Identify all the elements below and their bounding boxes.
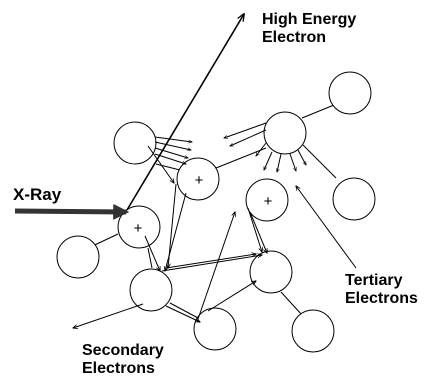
atom — [264, 112, 306, 154]
label-line: High Energy — [262, 11, 356, 29]
label-line: Electrons — [82, 360, 164, 378]
atom — [114, 122, 156, 164]
atom — [194, 308, 236, 350]
label-line: Secondary — [82, 342, 164, 360]
label-line: Tertiary — [345, 272, 418, 290]
atom — [333, 178, 375, 220]
atom — [329, 72, 371, 114]
atom — [130, 269, 172, 311]
xray-label: X-Ray — [13, 185, 61, 204]
secondary-electrons-label: Secondary Electrons — [82, 342, 164, 378]
xray-beam-arrow — [15, 211, 126, 212]
ion-plus-marker: + — [195, 172, 204, 189]
label-line: Electrons — [345, 290, 418, 308]
short-electron-arrows-left — [155, 137, 192, 164]
high-energy-electron-label: High Energy Electron — [262, 11, 356, 47]
secondary-electron-paths — [73, 146, 267, 328]
ion-plus-marker: + — [264, 193, 273, 210]
ion-plus-marker: + — [134, 220, 143, 237]
atom — [57, 236, 99, 278]
atom — [250, 251, 292, 293]
label-line: Electron — [262, 29, 356, 47]
tertiary-electrons-label: Tertiary Electrons — [345, 272, 418, 308]
atom — [292, 310, 334, 352]
